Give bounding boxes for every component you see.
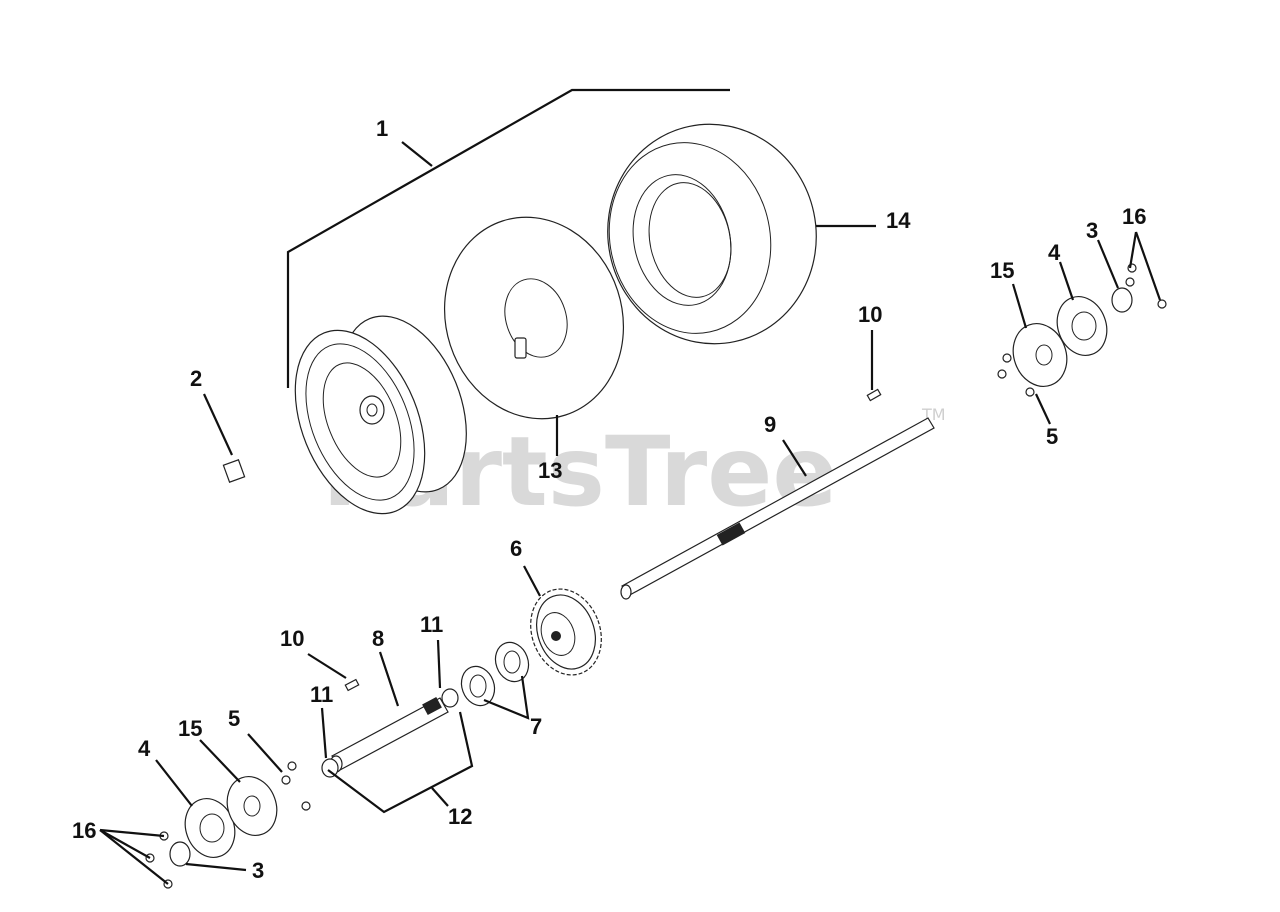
callout-2: 2: [190, 366, 202, 391]
callout-6: 6: [510, 536, 522, 561]
right-bolt-1: [1002, 353, 1012, 363]
short-shaft: [329, 696, 449, 773]
right-bolt-2: [997, 369, 1007, 379]
leader-part-16-left-c: [99, 829, 169, 885]
leader-part-16-left-b: [99, 829, 151, 859]
callout-11-upper: 11: [420, 612, 443, 637]
leader-part-11-upper: [436, 639, 442, 689]
leader-part-5-right: [1035, 393, 1051, 425]
key-part-10-upper: [866, 388, 882, 402]
callout-1: 1: [376, 116, 388, 141]
callout-3-left: 3: [252, 858, 264, 883]
leader-part-4-right: [1058, 261, 1075, 301]
callout-4-right: 4: [1048, 240, 1061, 265]
clip-part-2: [222, 459, 246, 483]
callout-14: 14: [886, 208, 911, 233]
right-bolt-3: [1025, 387, 1035, 397]
callout-12: 12: [448, 804, 472, 829]
axle-shaft: [620, 417, 935, 600]
callout-5-left: 5: [228, 706, 240, 731]
left-bearing: [169, 841, 191, 867]
leader-part-15-left: [199, 739, 241, 783]
inner-tube: [443, 216, 625, 420]
callout-15-left: 15: [178, 716, 202, 741]
bracket-part-1: [286, 88, 730, 388]
bracket-part-12: [327, 711, 474, 814]
leader-part-9: [782, 439, 807, 477]
washer-pair: [460, 641, 530, 707]
leader-part-5-left: [247, 733, 283, 773]
leader-part-10-lower: [307, 653, 347, 679]
callout-15-right: 15: [990, 258, 1014, 283]
callout-7: 7: [530, 714, 542, 739]
leader-part-7: [483, 675, 530, 720]
leader-part-3-right: [1096, 239, 1120, 289]
right-nut-3: [1157, 299, 1167, 309]
left-bolt-1: [287, 761, 297, 771]
callout-8: 8: [372, 626, 384, 651]
key-part-10-lower: [344, 678, 360, 692]
leader-part-1: [401, 141, 433, 167]
leader-part-11-lower: [320, 707, 328, 759]
left-bearing-plate: [226, 776, 278, 836]
callout-10-lower: 10: [280, 626, 304, 651]
callout-4-left: 4: [138, 736, 151, 761]
leader-part-6: [523, 565, 541, 597]
callout-16-right: 16: [1122, 204, 1146, 229]
leader-part-16-right-a: [1128, 231, 1138, 269]
callout-16-left: 16: [72, 818, 96, 843]
callout-3-right: 3: [1086, 218, 1098, 243]
leader-part-12: [431, 787, 449, 807]
right-nut-2: [1125, 277, 1135, 287]
right-bearing: [1111, 287, 1133, 313]
left-bolt-3: [301, 801, 311, 811]
callout-13: 13: [538, 458, 562, 483]
gear: [530, 588, 602, 676]
leader-part-16-left-a: [99, 828, 165, 838]
right-bearing-plate: [1012, 323, 1068, 387]
callout-5-right: 5: [1046, 424, 1058, 449]
leader-part-2: [203, 393, 233, 456]
callout-11-lower: 11: [310, 682, 333, 707]
callout-10-upper: 10: [858, 302, 882, 327]
leader-part-16-right-b: [1134, 231, 1162, 301]
left-bolt-2: [281, 775, 291, 785]
wheel-rim: [294, 315, 467, 515]
tire: [607, 123, 817, 345]
bushing-part-11-lower: [321, 758, 339, 778]
right-nut-1: [1127, 263, 1137, 273]
leader-part-8: [378, 651, 400, 707]
leader-part-15-right: [1011, 283, 1028, 329]
bushing-part-11-upper: [441, 688, 459, 708]
callout-9: 9: [764, 412, 776, 437]
leader-part-4-left: [155, 759, 193, 807]
leader-part-3-left: [185, 862, 247, 872]
